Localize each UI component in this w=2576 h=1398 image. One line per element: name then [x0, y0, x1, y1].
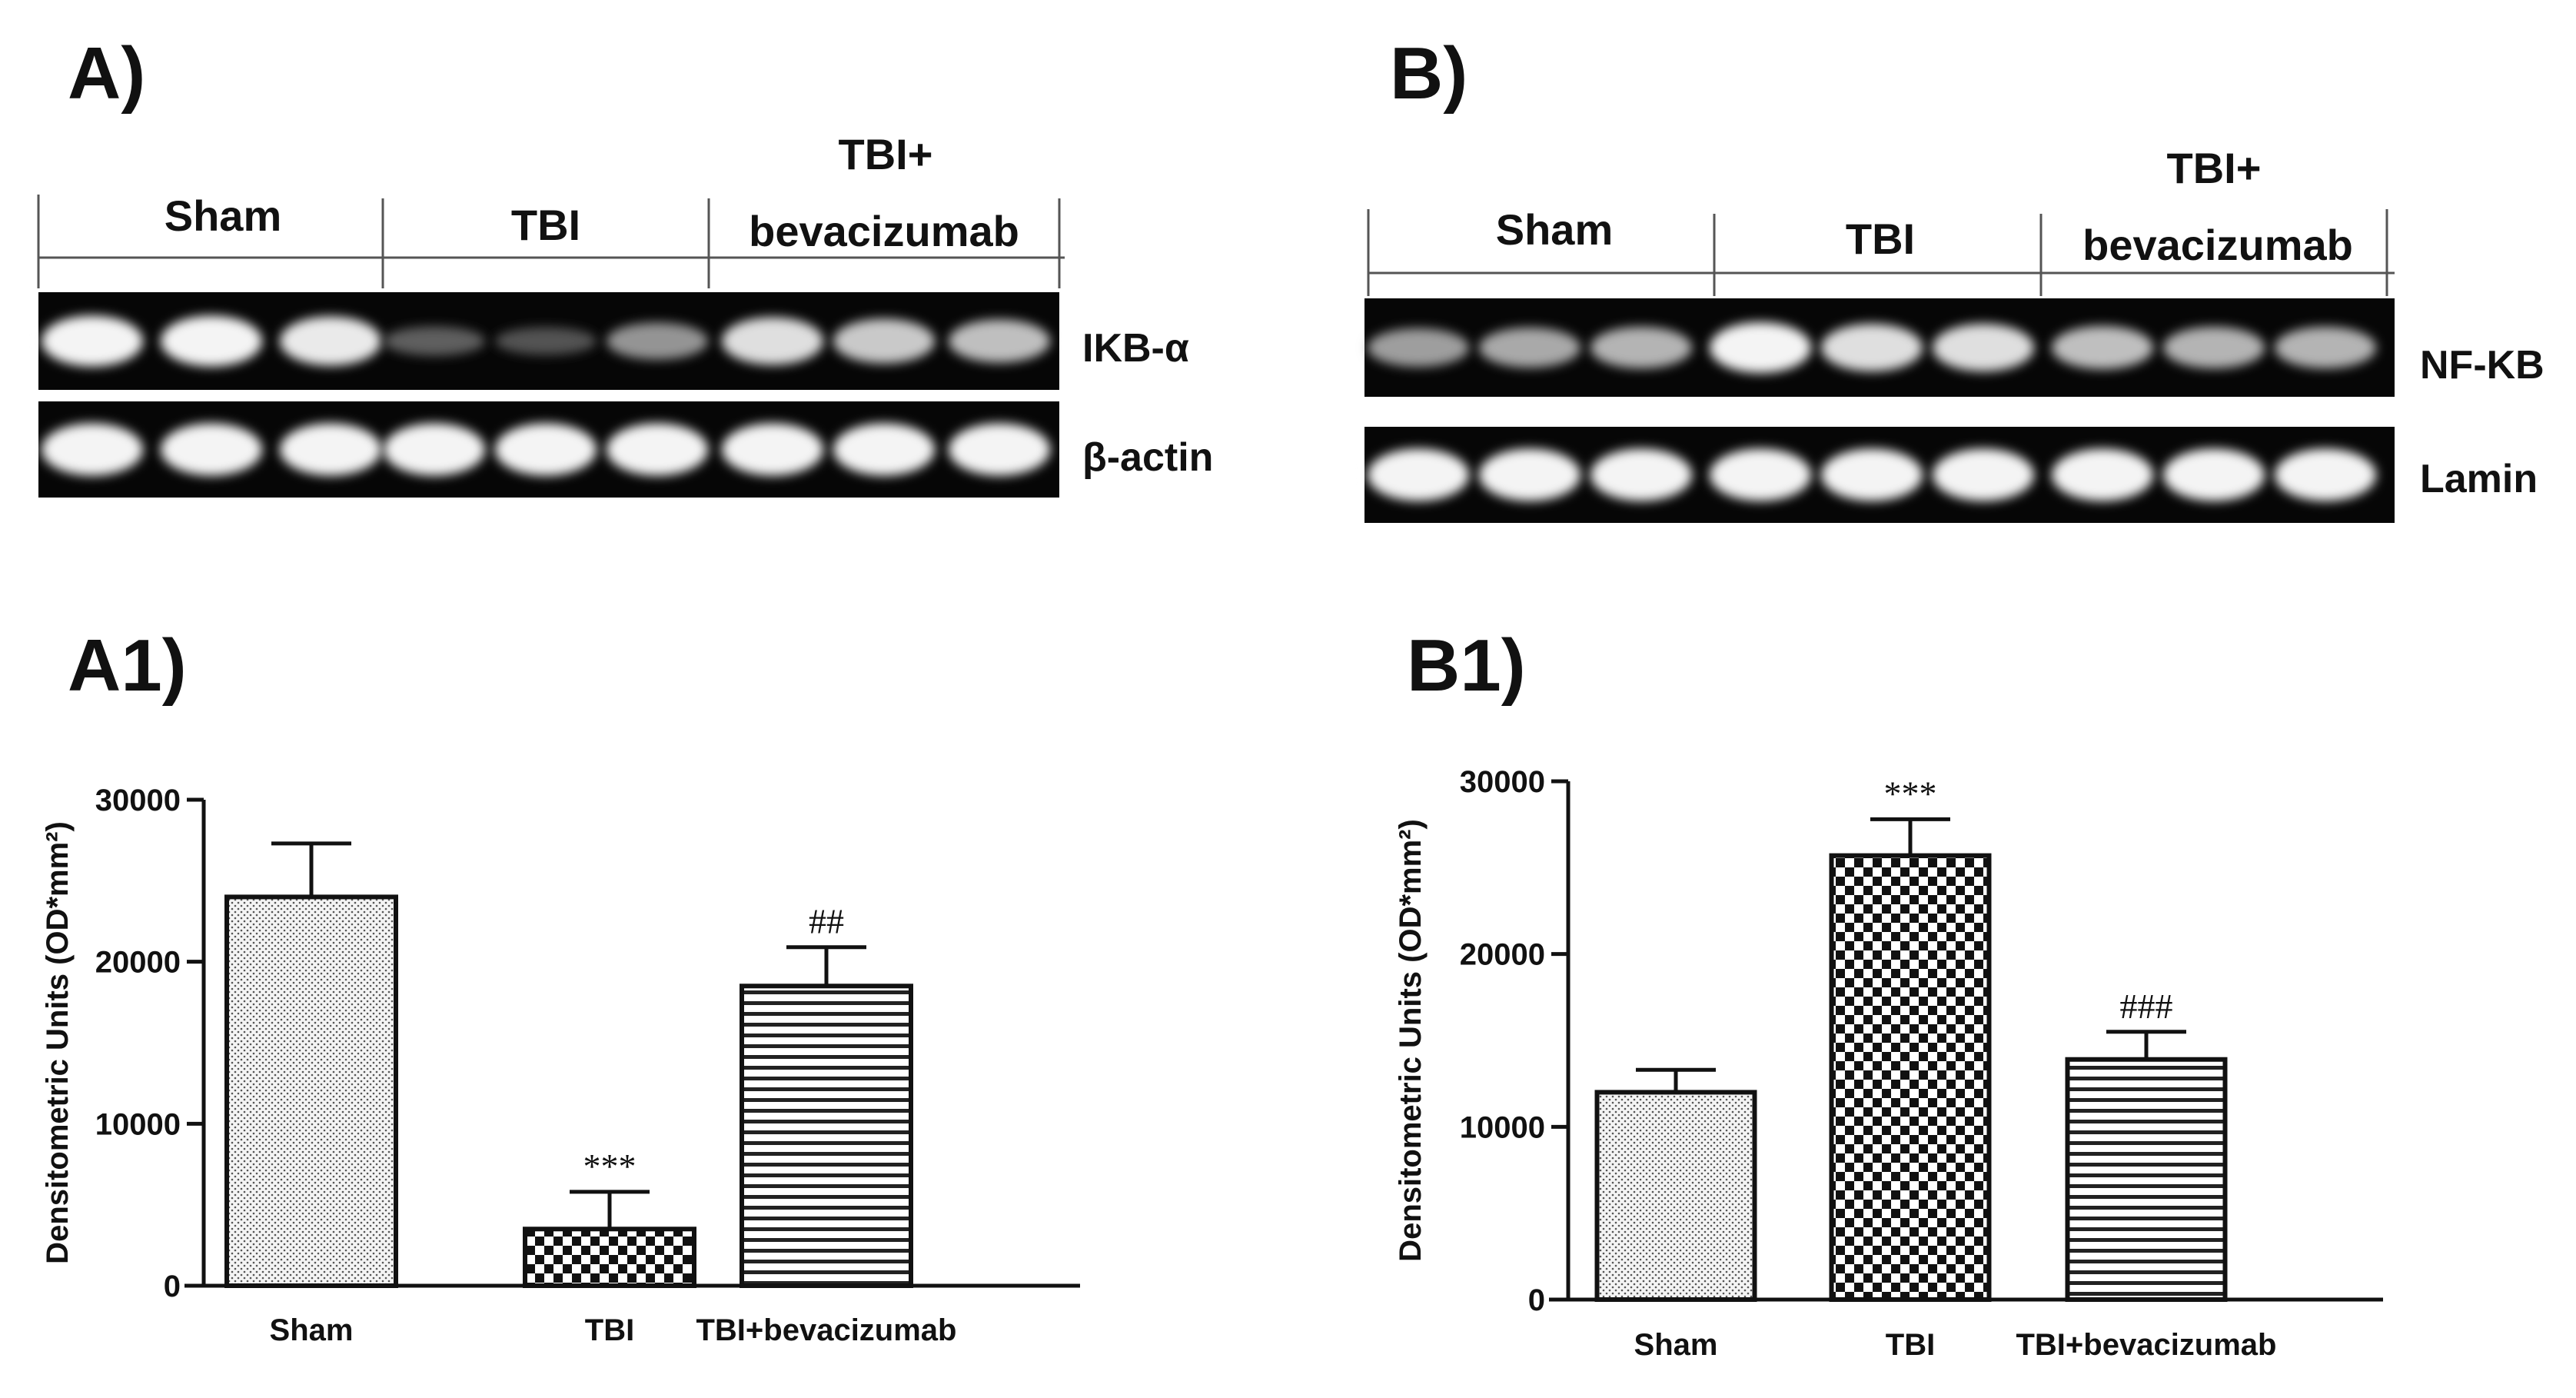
gel-band [280, 316, 381, 366]
gel-band [1821, 448, 1923, 501]
panel-label-b1: B1) [1407, 624, 1526, 707]
gel-band [1933, 324, 2034, 371]
blot-a-group-sham: Sham [165, 191, 282, 240]
gel-band [1933, 448, 2034, 501]
blot-a-group-tbi-plus: TBI+ [839, 130, 933, 178]
blot-a-group-tbi: TBI [511, 201, 580, 249]
gel-band [384, 423, 485, 476]
y-tick-label: 10000 [95, 1107, 181, 1141]
y-tick-label: 0 [1528, 1283, 1545, 1317]
gel-band [42, 315, 143, 367]
blot-a-bands-ikb [42, 315, 1050, 367]
blot-b-bands-nfkb [1368, 322, 2376, 373]
category-label: TBI [585, 1313, 634, 1347]
y-axis-title: Densitometric Units (OD*mm²) [41, 821, 75, 1264]
y-tick-label: 20000 [1460, 938, 1545, 972]
gel-band [1710, 322, 1811, 373]
blot-b-band-label-nfkb: NF-KB [2420, 343, 2544, 388]
significance-label: ### [2120, 987, 2173, 1026]
gel-band [1590, 327, 1692, 368]
blot-b: Sham TBI TBI+ bevacizumab NF-KB Lamin [1364, 144, 2544, 523]
gel-band [2275, 327, 2376, 368]
blot-a-band-label-actin: β-actin [1082, 435, 1213, 480]
significance-label: *** [583, 1147, 637, 1186]
gel-band [722, 317, 823, 365]
y-tick-label: 30000 [95, 784, 181, 817]
gel-band [833, 318, 935, 364]
gel-band [949, 319, 1050, 363]
panel-label-b: B) [1390, 32, 1467, 115]
panel-label-a1: A1) [68, 624, 187, 707]
gel-band [1821, 324, 1923, 371]
gel-band [1710, 448, 1811, 501]
bar-sham [224, 894, 398, 1289]
category-label: TBI [1886, 1328, 1935, 1362]
gel-band [42, 423, 143, 476]
bar-sham [1594, 1090, 1757, 1303]
blot-b-bands-lamin [1368, 448, 2376, 501]
bar-tbi-bevacizumab [740, 984, 913, 1289]
gel-band [607, 423, 708, 476]
y-tick-label: 20000 [95, 946, 181, 980]
y-axis-title: Densitometric Units (OD*mm²) [1394, 819, 1428, 1262]
blot-b-band-label-lamin: Lamin [2420, 457, 2538, 501]
blot-b-group-tbi: TBI [1846, 215, 1915, 263]
category-label: Sham [1634, 1328, 1718, 1362]
significance-label: *** [1884, 774, 1937, 813]
gel-band [1479, 328, 1581, 368]
gel-band [1368, 328, 1469, 367]
gel-band [1479, 448, 1581, 501]
panel-label-a: A) [68, 32, 145, 115]
gel-band [161, 315, 262, 367]
blot-b-group-tbi-plus: TBI+ [2167, 144, 2262, 192]
gel-band [2163, 327, 2265, 368]
gel-band [280, 423, 381, 476]
gel-band [2052, 448, 2153, 501]
gel-band [2275, 448, 2376, 501]
blot-b-group-bevacizumab: bevacizumab [2082, 221, 2353, 269]
gel-band [495, 327, 597, 355]
y-tick-label: 30000 [1460, 765, 1545, 799]
blot-a-header [37, 195, 1065, 288]
gel-band [1368, 448, 1469, 501]
gel-band [2052, 326, 2153, 369]
blot-a: Sham TBI TBI+ bevacizumab IKB-α β-actin [37, 130, 1213, 498]
gel-band [1590, 448, 1692, 501]
blot-a-group-bevacizumab: bevacizumab [749, 207, 1019, 255]
significance-label: ## [809, 902, 844, 941]
y-tick-label: 0 [164, 1270, 181, 1303]
gel-band [161, 423, 262, 476]
gel-band [722, 423, 823, 476]
category-label: TBI+bevacizumab [696, 1313, 956, 1347]
gel-band [384, 326, 485, 356]
category-label: TBI+bevacizumab [2016, 1328, 2276, 1362]
blot-b-group-sham: Sham [1496, 205, 1614, 254]
bar-tbi-bevacizumab [2065, 1057, 2228, 1303]
y-tick-label: 10000 [1460, 1110, 1545, 1144]
category-label: Sham [270, 1313, 354, 1347]
gel-band [607, 322, 708, 360]
gel-band [495, 423, 597, 476]
blot-a-band-label-ikb: IKB-α [1082, 326, 1189, 371]
blot-b-header [1367, 209, 2395, 296]
bar-tbi [1829, 853, 1992, 1302]
gel-band [2163, 448, 2265, 501]
bar-tbi [523, 1227, 696, 1289]
gel-band [833, 423, 935, 476]
gel-band [949, 423, 1050, 476]
blot-a-bands-actin [42, 423, 1050, 476]
